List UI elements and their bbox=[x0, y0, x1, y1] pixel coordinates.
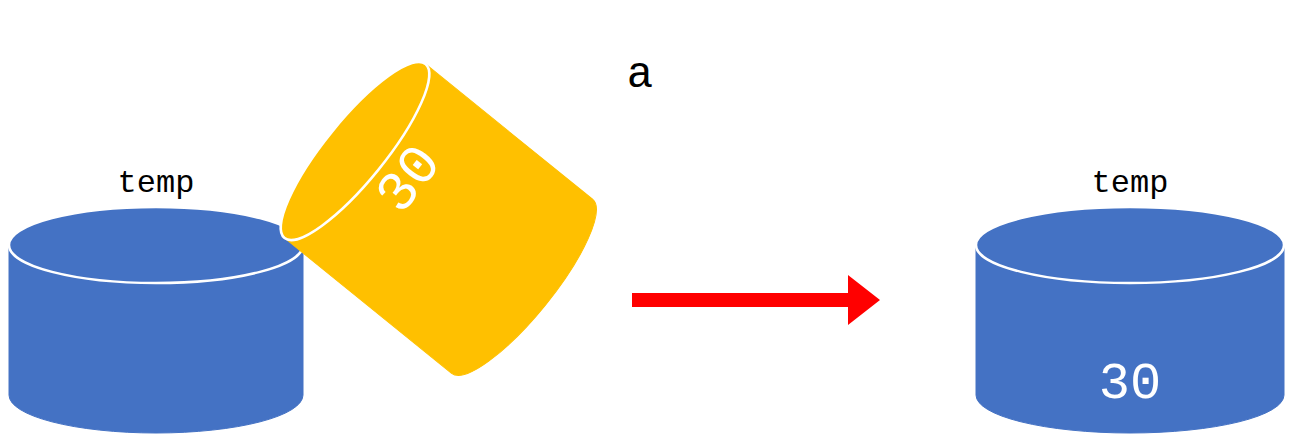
variable-cylinder: temp bbox=[8, 160, 304, 438]
cylinder-body bbox=[285, 64, 616, 392]
value-label: 30 bbox=[975, 355, 1285, 415]
cylinder-top bbox=[9, 207, 303, 283]
cylinder-outline bbox=[880, 160, 1285, 438]
variable-cylinder: temp 30 bbox=[880, 160, 1285, 438]
cylinder-top bbox=[976, 207, 1284, 283]
flow-arrow bbox=[632, 275, 880, 325]
variable-name: a bbox=[605, 48, 675, 102]
cup-cylinder: a30 bbox=[270, 40, 632, 360]
cylinder-outline bbox=[270, 40, 632, 360]
variable-name: temp bbox=[8, 162, 304, 206]
variable-name: temp bbox=[975, 162, 1285, 206]
